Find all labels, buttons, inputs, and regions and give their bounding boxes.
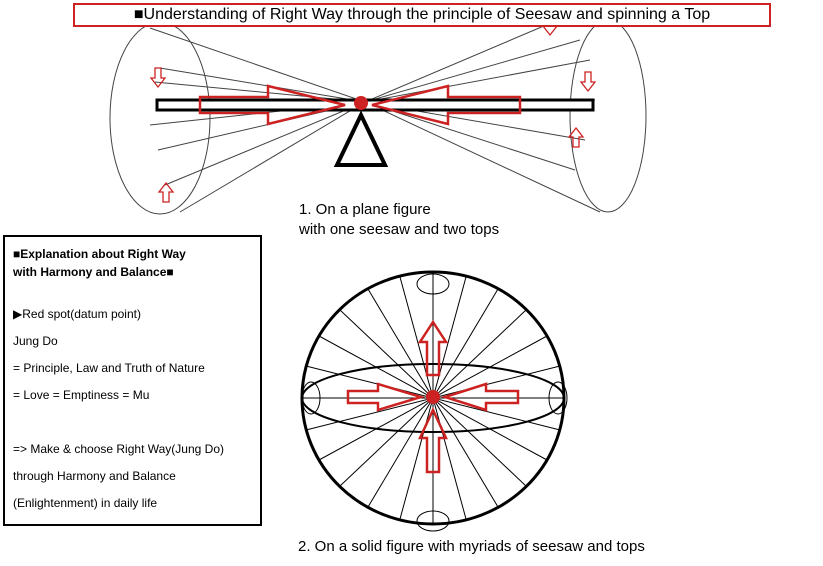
figure2-caption: 2. On a solid figure with myriads of see… [298,538,645,555]
explanation-heading-line1: ■Explanation about Right Way [13,247,186,261]
right-big-red-arrow [371,84,522,126]
figure1-plane-seesaw [109,13,647,215]
bottom-pole-ellipse [416,510,450,532]
explanation-line: = Love = Emptiness = Mu [13,388,150,402]
figure2-solid-sphere [300,270,568,532]
figure1-caption-line2: with one seesaw and two tops [299,221,500,238]
explanation-line: through Harmony and Balance [13,469,176,483]
explanation-line: ▶Red spot(datum point) [13,307,141,321]
figure1-caption: 1. On a plane figure with one seesaw and… [299,200,499,240]
explanation-line: => Make & choose Right Way(Jung Do) [13,442,224,456]
fulcrum-triangle [333,110,389,167]
right-pole-ellipse [548,381,568,415]
left-top-ellipse [109,21,211,215]
red-spot-datum-point-1 [354,96,368,110]
sphere-red-arrows [346,319,520,474]
explanation-line: = Principle, Law and Truth of Nature [13,361,205,375]
figure1-caption-line1: 1. On a plane figure [299,201,431,218]
red-spot-datum-point-2 [426,390,440,404]
explanation-heading: ■Explanation about Right Way with Harmon… [13,245,186,281]
explanation-panel: ■Explanation about Right Way with Harmon… [3,235,262,526]
explanation-heading-line2: with Harmony and Balance■ [13,265,174,279]
explanation-line: (Enlightenment) in daily life [13,496,158,510]
left-pole-ellipse [301,381,321,415]
top-pole-ellipse [416,273,450,295]
left-big-red-arrow [198,84,346,126]
right-top-ellipse [569,19,647,213]
page-title: ■Understanding of Right Way through the … [73,3,771,27]
explanation-line: Jung Do [13,334,58,348]
